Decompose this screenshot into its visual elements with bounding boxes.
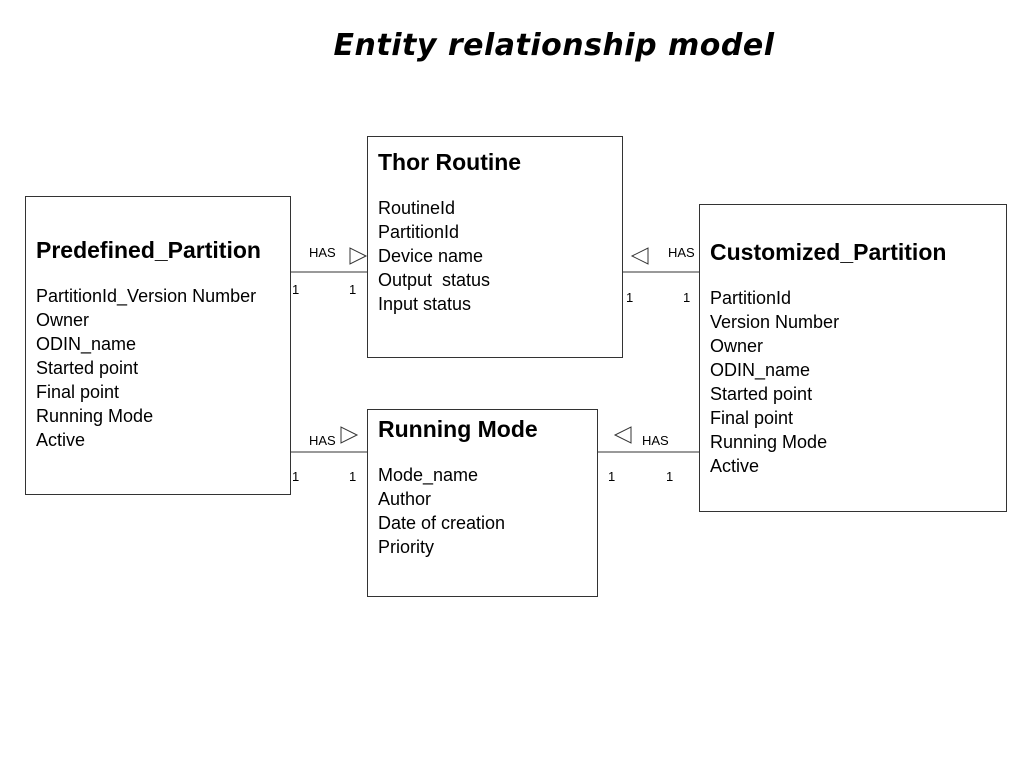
attribute: Owner — [710, 336, 764, 356]
attribute: Started point — [710, 384, 813, 404]
cardinality-label: 1 — [608, 469, 616, 484]
attribute-list: PartitionId_Version Number Owner ODIN_na… — [36, 284, 290, 452]
attribute: Running Mode — [710, 432, 828, 452]
attribute-list: RoutineId PartitionId Device name Output… — [378, 196, 622, 316]
entity-name: Running Mode — [378, 416, 538, 442]
attribute-list: PartitionId Version Number Owner ODIN_na… — [710, 286, 1006, 478]
triangle-left-icon — [630, 247, 649, 265]
attribute: Mode_name — [378, 465, 479, 485]
attribute: PartitionId — [378, 222, 460, 242]
cardinality-label: 1 — [683, 290, 691, 305]
entity-name: Customized_Partition — [710, 239, 947, 265]
attribute: Version Number — [710, 312, 840, 332]
attribute: ODIN_name — [710, 360, 811, 380]
relationship-label: HAS — [668, 245, 695, 260]
attribute: RoutineId — [378, 198, 456, 218]
cardinality-label: 1 — [292, 469, 300, 484]
attribute: ODIN_name — [36, 334, 137, 354]
attribute: PartitionId_Version Number — [36, 286, 257, 306]
attribute: Active — [36, 430, 86, 450]
attribute: Started point — [36, 358, 139, 378]
attribute: Owner — [36, 310, 90, 330]
attribute: Final point — [36, 382, 120, 402]
relationship-label: HAS — [309, 245, 336, 260]
relationship-label: HAS — [642, 433, 669, 448]
attribute: Device name — [378, 246, 484, 266]
triangle-left-icon — [613, 426, 632, 444]
attribute: Priority — [378, 537, 435, 557]
attribute: Author — [378, 489, 432, 509]
entity-customized-partition: Customized_Partition PartitionId Version… — [699, 204, 1007, 512]
entity-thor-routine: Thor Routine RoutineId PartitionId Devic… — [367, 136, 623, 358]
cardinality-label: 1 — [626, 290, 634, 305]
cardinality-label: 1 — [349, 469, 357, 484]
entity-name: Predefined_Partition — [36, 237, 261, 263]
attribute: Output status — [378, 270, 491, 290]
attribute: PartitionId — [710, 288, 792, 308]
attribute: Date of creation — [378, 513, 506, 533]
attribute: Running Mode — [36, 406, 154, 426]
triangle-right-icon — [340, 426, 359, 444]
cardinality-label: 1 — [349, 282, 357, 297]
relationship-label: HAS — [309, 433, 336, 448]
attribute: Final point — [710, 408, 794, 428]
cardinality-label: 1 — [666, 469, 674, 484]
diagram-title: Entity relationship model — [333, 28, 775, 63]
entity-name: Thor Routine — [378, 149, 522, 175]
entity-running-mode: Running Mode Mode_name Author Date of cr… — [367, 409, 598, 597]
attribute: Input status — [378, 294, 472, 314]
triangle-right-icon — [349, 247, 368, 265]
cardinality-label: 1 — [292, 282, 300, 297]
attribute-list: Mode_name Author Date of creation Priori… — [378, 463, 597, 559]
attribute: Active — [710, 456, 760, 476]
entity-predefined-partition: Predefined_Partition PartitionId_Version… — [25, 196, 291, 495]
